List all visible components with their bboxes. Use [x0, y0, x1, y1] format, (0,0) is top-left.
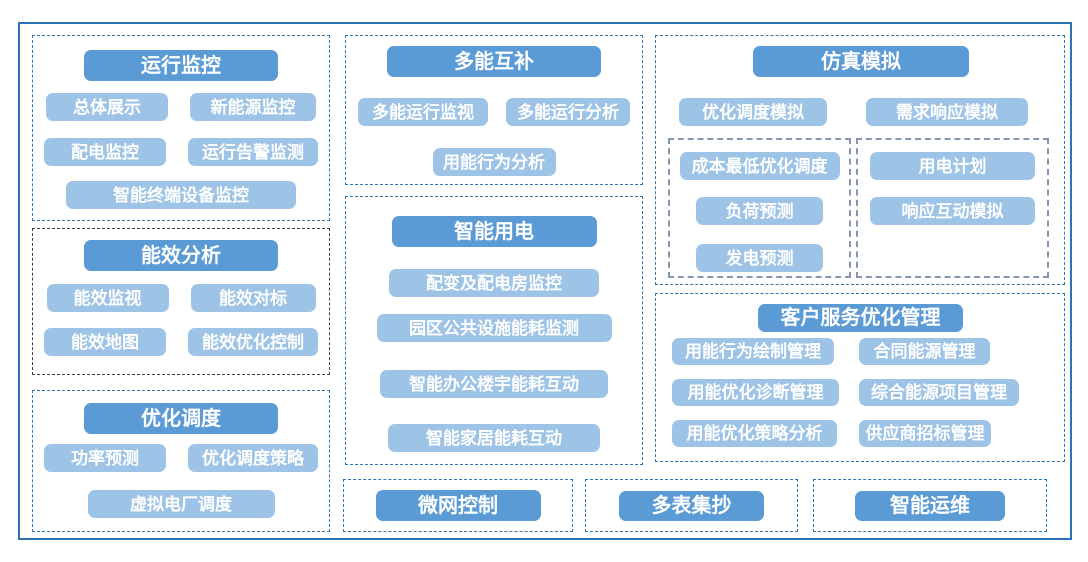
module-energy-behavior-profiling: 用能行为绘制管理	[672, 338, 834, 365]
module-least-cost-dispatch: 成本最低优化调度	[679, 152, 840, 180]
module-multi-energy-analysis: 多能运行分析	[506, 98, 630, 126]
module-multi-energy-monitoring: 多能运行监视	[358, 98, 488, 126]
module-energy-behavior-analysis: 用能行为分析	[432, 148, 556, 176]
button-row: 多能运行监视 多能运行分析	[346, 98, 642, 126]
module-energy-strategy-analysis: 用能优化策略分析	[672, 420, 837, 447]
group-smart-operation-maintenance: 智能运维	[813, 479, 1047, 532]
group-title-multi-energy: 多能互补	[387, 46, 601, 77]
module-efficiency-optimal-control: 能效优化控制	[188, 328, 318, 356]
group-title-multi-meter-reading: 多表集抄	[619, 490, 764, 521]
group-simulation: 仿真模拟 优化调度模拟 需求响应模拟 成本最低优化调度 负荷预测 发电预测 用电…	[655, 35, 1065, 285]
module-distribution-monitoring: 配电监控	[44, 138, 166, 166]
group-title-optimal-dispatch: 优化调度	[84, 403, 278, 434]
group-customer-service-optimization: 客户服务优化管理 用能行为绘制管理 用能优化诊断管理 用能优化策略分析 合同能源…	[655, 293, 1065, 462]
button-row: 功率预测 优化调度策略	[33, 444, 329, 472]
button-row: 智能终端设备监控	[33, 181, 329, 209]
module-generation-forecast: 发电预测	[696, 244, 823, 272]
module-efficiency-map: 能效地图	[44, 328, 166, 356]
module-power-forecast: 功率预测	[44, 444, 166, 472]
module-power-use-plan: 用电计划	[870, 152, 1035, 180]
group-title-operation-monitoring: 运行监控	[84, 50, 278, 81]
group-multi-energy-complementarity: 多能互补 多能运行监视 多能运行分析 用能行为分析	[345, 35, 643, 185]
module-efficiency-monitoring: 能效监视	[46, 284, 169, 312]
subgroup-plan-interaction: 用电计划 响应互动模拟	[856, 138, 1049, 278]
button-column: 用能行为绘制管理 用能优化诊断管理 用能优化策略分析	[672, 338, 839, 447]
group-title-smart-power-use: 智能用电	[391, 216, 597, 247]
module-energy-diagnosis-management: 用能优化诊断管理	[672, 379, 839, 406]
button-row: 能效监视 能效对标	[33, 284, 329, 312]
group-title-customer-service: 客户服务优化管理	[758, 304, 963, 332]
module-smart-home-energy-interaction: 智能家居能耗互动	[388, 424, 600, 452]
module-virtual-power-plant-dispatch: 虚拟电厂调度	[87, 490, 275, 518]
group-title-simulation: 仿真模拟	[753, 46, 969, 77]
button-column: 合同能源管理 综合能源项目管理 供应商招标管理	[859, 338, 1019, 447]
module-load-forecast: 负荷预测	[696, 197, 823, 225]
group-multi-meter-reading: 多表集抄	[585, 479, 798, 532]
module-overall-display: 总体展示	[46, 93, 168, 121]
module-response-interaction-simulation: 响应互动模拟	[870, 197, 1035, 225]
module-supplier-bidding-management: 供应商招标管理	[859, 420, 991, 447]
group-smart-power-use: 智能用电 配变及配电房监控 园区公共设施能耗监测 智能办公楼宇能耗互动 智能家居…	[345, 196, 643, 465]
group-title-microgrid-control: 微网控制	[375, 490, 541, 521]
button-row: 配电监控 运行告警监测	[33, 138, 329, 166]
module-transformer-room-monitoring: 配变及配电房监控	[389, 269, 599, 297]
module-demand-response-simulation: 需求响应模拟	[866, 98, 1028, 126]
module-integrated-energy-project-management: 综合能源项目管理	[859, 379, 1019, 406]
group-operation-monitoring: 运行监控 总体展示 新能源监控 配电监控 运行告警监测 智能终端设备监控	[32, 35, 330, 221]
module-office-building-energy-interaction: 智能办公楼宇能耗互动	[380, 370, 608, 398]
module-dispatch-strategy: 优化调度策略	[188, 444, 318, 472]
group-title-smart-operation-maintenance: 智能运维	[855, 490, 1005, 521]
button-row: 用能行为分析	[346, 148, 642, 176]
group-optimal-dispatch: 优化调度 功率预测 优化调度策略 虚拟电厂调度	[32, 390, 330, 532]
button-row: 能效地图 能效优化控制	[33, 328, 329, 356]
group-energy-efficiency-analysis: 能效分析 能效监视 能效对标 能效地图 能效优化控制	[32, 228, 330, 375]
module-alarm-monitoring: 运行告警监测	[188, 138, 318, 166]
module-new-energy-monitoring: 新能源监控	[190, 93, 316, 121]
module-smart-terminal-monitoring: 智能终端设备监控	[66, 181, 296, 209]
module-park-facility-energy-monitoring: 园区公共设施能耗监测	[376, 314, 612, 342]
module-contract-energy-management: 合同能源管理	[859, 338, 990, 365]
button-row: 虚拟电厂调度	[33, 490, 329, 518]
subgroup-forecast-dispatch: 成本最低优化调度 负荷预测 发电预测	[668, 138, 851, 278]
module-efficiency-benchmarking: 能效对标	[190, 284, 316, 312]
module-dispatch-simulation: 优化调度模拟	[679, 98, 827, 126]
group-microgrid-control: 微网控制	[343, 479, 573, 532]
button-row: 总体展示 新能源监控	[33, 93, 329, 121]
group-title-energy-efficiency-analysis: 能效分析	[84, 240, 278, 271]
